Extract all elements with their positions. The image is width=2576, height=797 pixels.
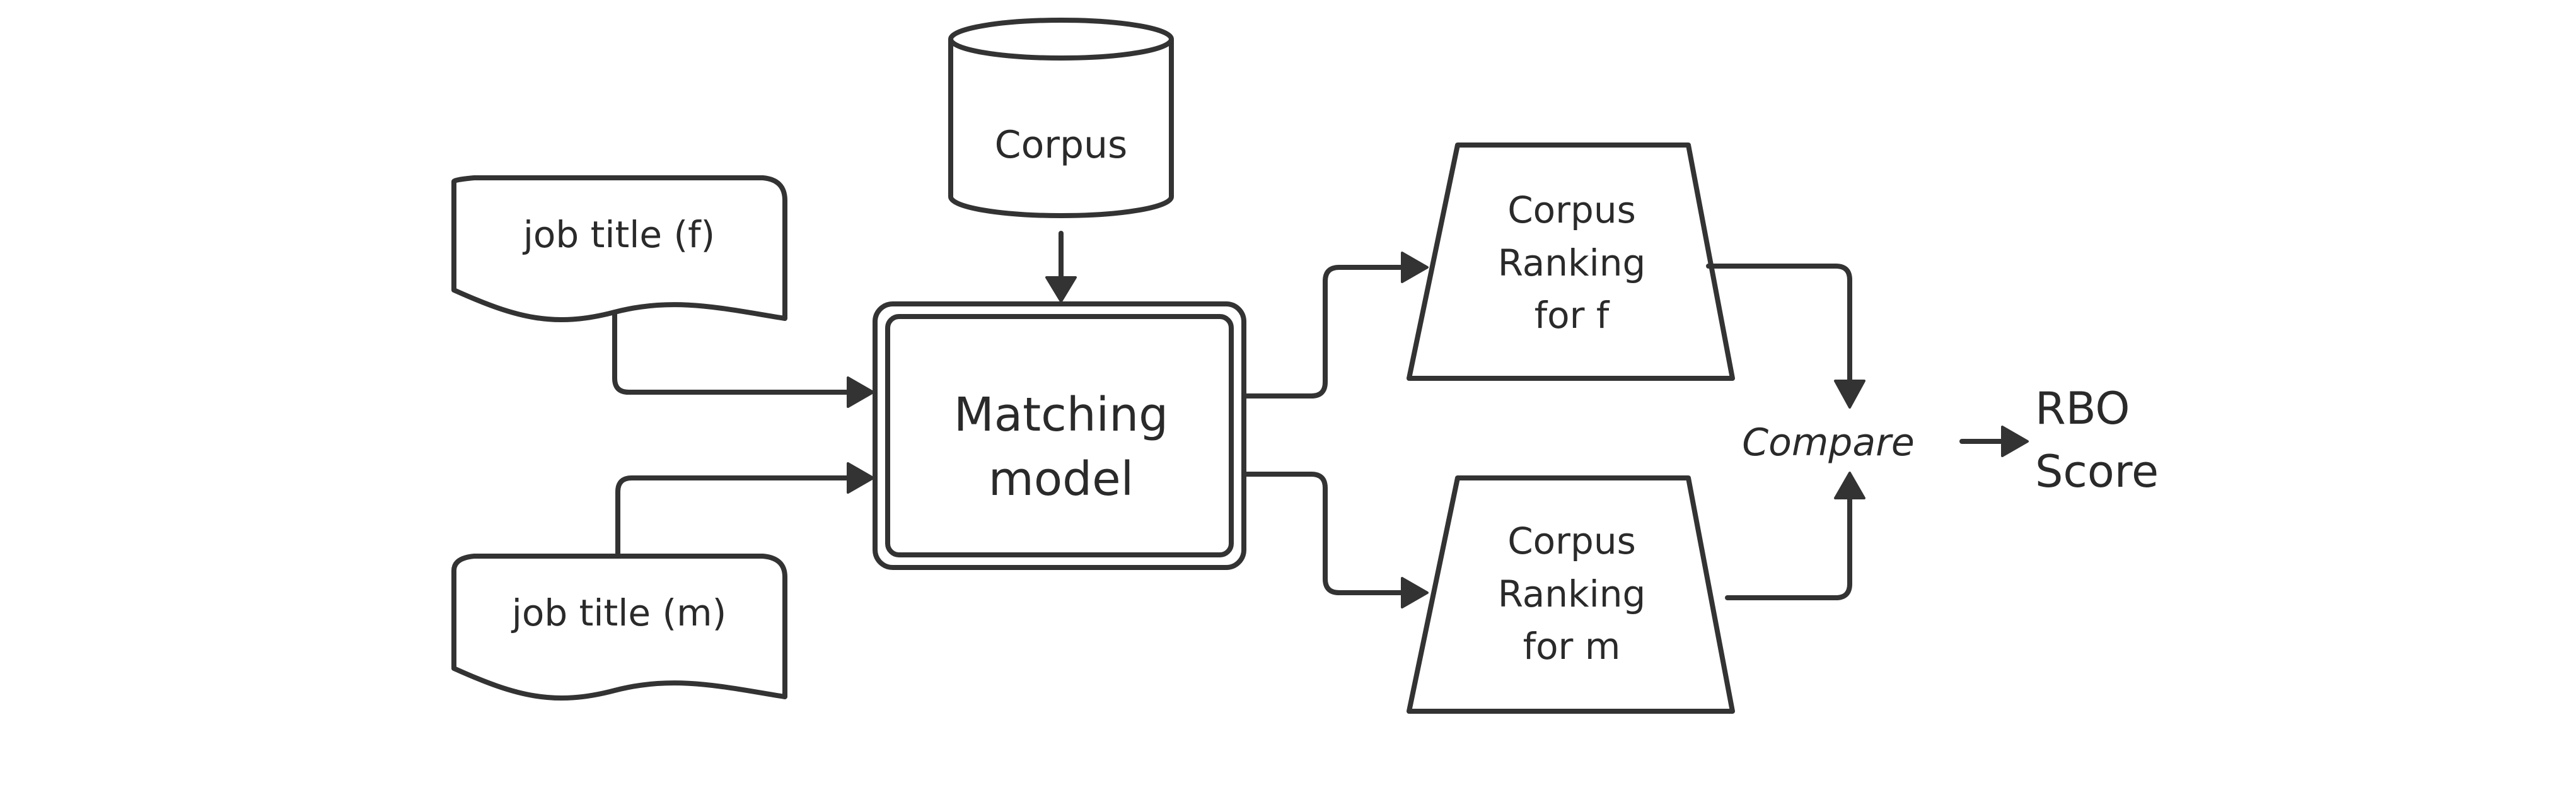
matching-model-label-line1: Matching bbox=[954, 388, 1168, 442]
ranking-m-label-line2: Ranking bbox=[1498, 573, 1646, 615]
ranking-m-label-line3: for m bbox=[1523, 625, 1621, 668]
corpus-cylinder-top bbox=[948, 18, 1174, 61]
edge-ranking-m-to-compare bbox=[1725, 493, 1852, 600]
ranking-f-node: Corpus Ranking for f bbox=[1407, 143, 1735, 381]
matching-model-node: Matching model bbox=[873, 301, 1246, 570]
matching-model-label-line2: model bbox=[989, 452, 1134, 506]
arrowhead-model-to-ranking-f bbox=[1401, 252, 1429, 283]
ranking-m-label-line1: Corpus bbox=[1507, 520, 1636, 562]
arrowhead-job-m-to-model bbox=[847, 462, 874, 494]
arrowhead-ranking-m-to-compare bbox=[1834, 472, 1865, 499]
job-title-f-label: job title (f) bbox=[522, 213, 715, 256]
job-title-m-document bbox=[451, 554, 787, 701]
edge-model-to-ranking-m bbox=[1241, 472, 1408, 595]
arrowhead-ranking-f-to-compare bbox=[1834, 380, 1865, 409]
ranking-m-node: Corpus Ranking for m bbox=[1407, 475, 1735, 714]
job-title-m-label: job title (m) bbox=[511, 591, 726, 634]
rbo-score-node: RBO Score bbox=[2035, 383, 2159, 497]
edge-ranking-f-to-compare bbox=[1706, 264, 1852, 387]
connectors bbox=[612, 231, 2029, 608]
ranking-f-label-line2: Ranking bbox=[1498, 241, 1646, 284]
compare-label: Compare bbox=[1742, 421, 1915, 465]
rbo-score-label-line1: RBO bbox=[2035, 383, 2130, 434]
matching-model-inner-border bbox=[885, 314, 1234, 557]
job-title-f-node: job title (f) bbox=[451, 175, 787, 322]
arrowhead-model-to-ranking-m bbox=[1401, 577, 1429, 608]
arrowhead-job-f-to-model bbox=[847, 376, 874, 408]
ranking-f-trapezoid bbox=[1407, 143, 1735, 381]
arrowhead-compare-to-rbo bbox=[2001, 426, 2029, 457]
job-title-m-node: job title (m) bbox=[451, 554, 787, 701]
arrowhead-corpus-to-model bbox=[1045, 276, 1077, 303]
corpus-cylinder bbox=[948, 39, 1174, 218]
ranking-m-trapezoid bbox=[1407, 475, 1735, 714]
edge-job-f-to-model bbox=[612, 310, 854, 395]
edge-model-to-ranking-f bbox=[1241, 265, 1408, 398]
corpus-label: Corpus bbox=[995, 123, 1128, 167]
rbo-score-label-line2: Score bbox=[2035, 446, 2159, 497]
ranking-f-label-line1: Corpus bbox=[1507, 189, 1636, 231]
ranking-f-label-line3: for f bbox=[1535, 294, 1610, 337]
corpus-node: Corpus bbox=[948, 18, 1174, 218]
job-title-f-document bbox=[451, 175, 787, 322]
edge-job-m-to-model bbox=[615, 475, 854, 559]
